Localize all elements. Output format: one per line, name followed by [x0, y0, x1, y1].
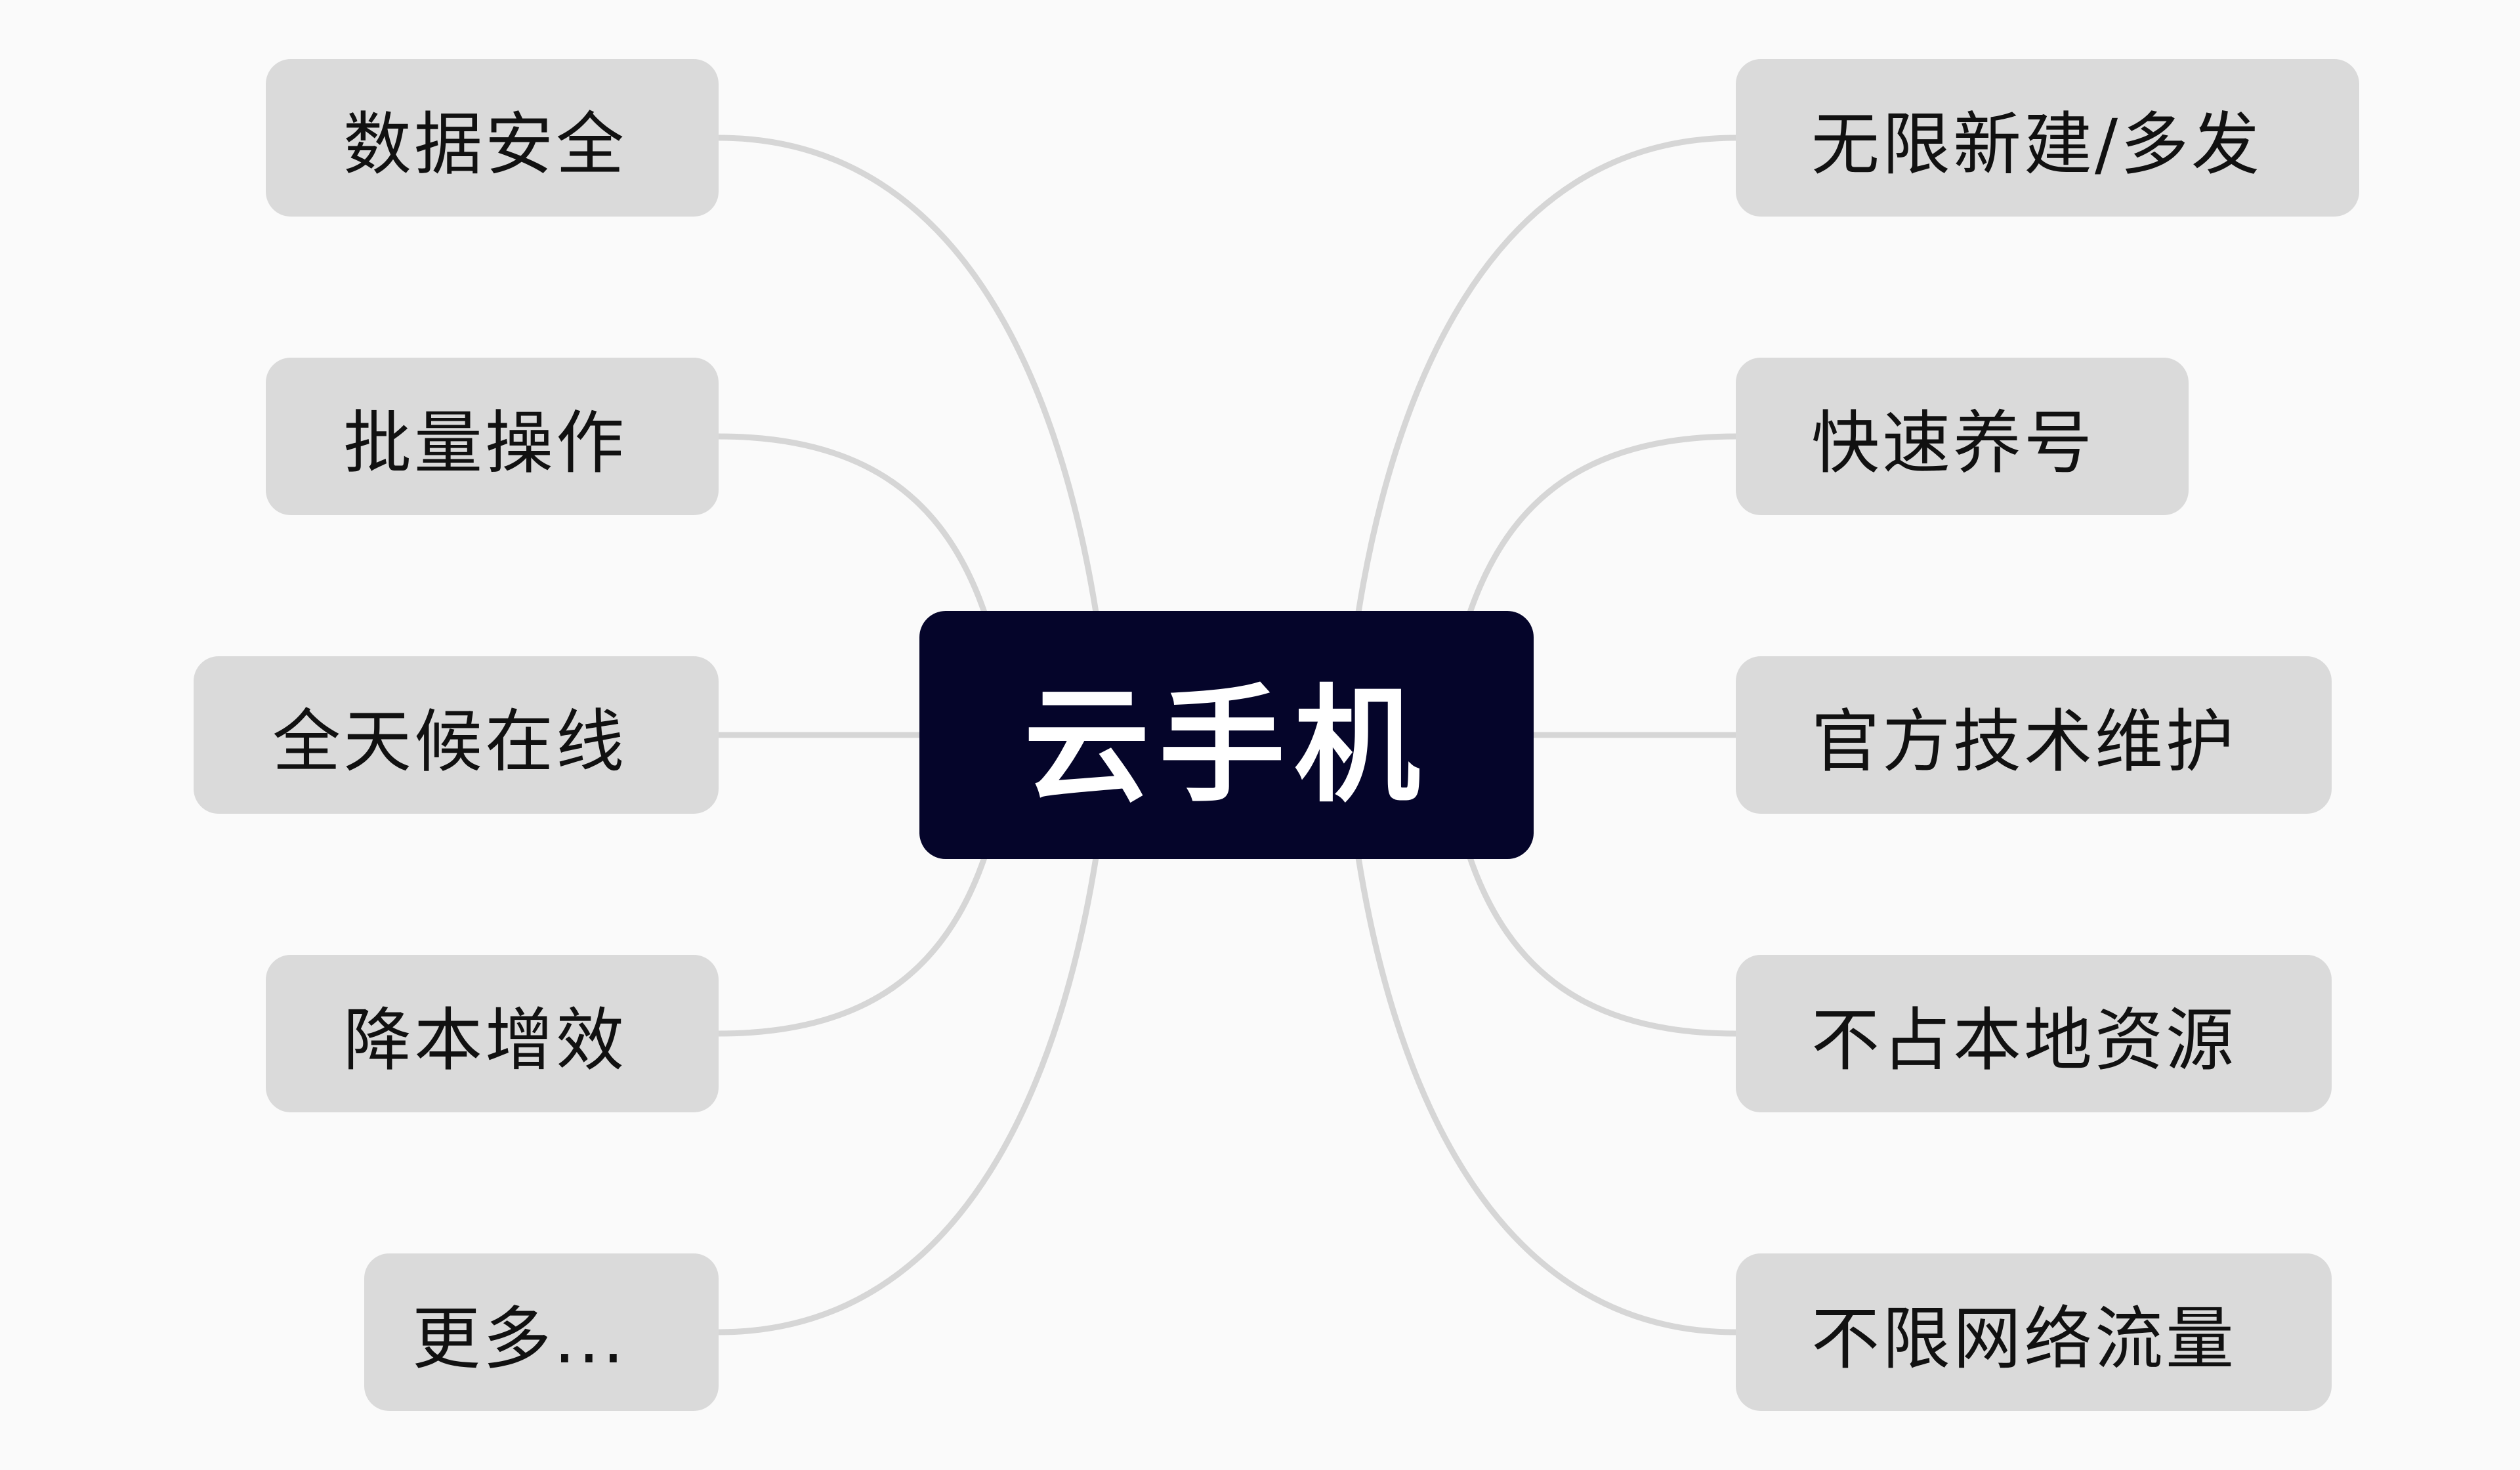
center-node: 云手机 [919, 611, 1534, 859]
branch-node-batch-operation: 批量操作 [266, 358, 719, 515]
branch-node-always-online: 全天候在线 [194, 656, 719, 814]
branch-label: 不限网络流量 [1811, 1298, 2237, 1379]
connector-line-left-4 [715, 854, 988, 1037]
connector-line-right-4 [1467, 854, 1739, 1037]
branch-label: 降本增效 [343, 999, 627, 1080]
connector-line-right-2 [1467, 433, 1739, 616]
connector-line-left-5 [715, 854, 1099, 1335]
branch-label: 不占本地资源 [1811, 999, 2237, 1080]
connector-line-left-1 [715, 135, 1099, 616]
branch-node-unlimited-creation: 无限新建/多发 [1736, 59, 2359, 217]
connector-line-right-1 [1355, 135, 1739, 616]
branch-label: 全天候在线 [272, 701, 627, 782]
center-node-label: 云手机 [1024, 673, 1429, 820]
branch-label: 数据安全 [343, 104, 627, 184]
branch-label: 更多... [411, 1298, 627, 1379]
branch-node-unlimited-traffic: 不限网络流量 [1736, 1253, 2332, 1411]
branch-label: 批量操作 [343, 402, 627, 483]
branch-node-official-tech-maintenance: 官方技术维护 [1736, 656, 2332, 814]
branch-node-more: 更多... [364, 1253, 719, 1411]
branch-node-cost-efficiency: 降本增效 [266, 955, 719, 1112]
branch-label: 无限新建/多发 [1811, 104, 2263, 184]
connector-line-right-5 [1355, 854, 1739, 1335]
branch-label: 官方技术维护 [1811, 701, 2237, 782]
branch-node-fast-account-warmup: 快速养号 [1736, 358, 2189, 515]
branch-node-data-security: 数据安全 [266, 59, 719, 217]
branch-node-no-local-resources: 不占本地资源 [1736, 955, 2332, 1112]
connector-line-left-2 [715, 433, 988, 616]
branch-label: 快速养号 [1811, 402, 2095, 483]
